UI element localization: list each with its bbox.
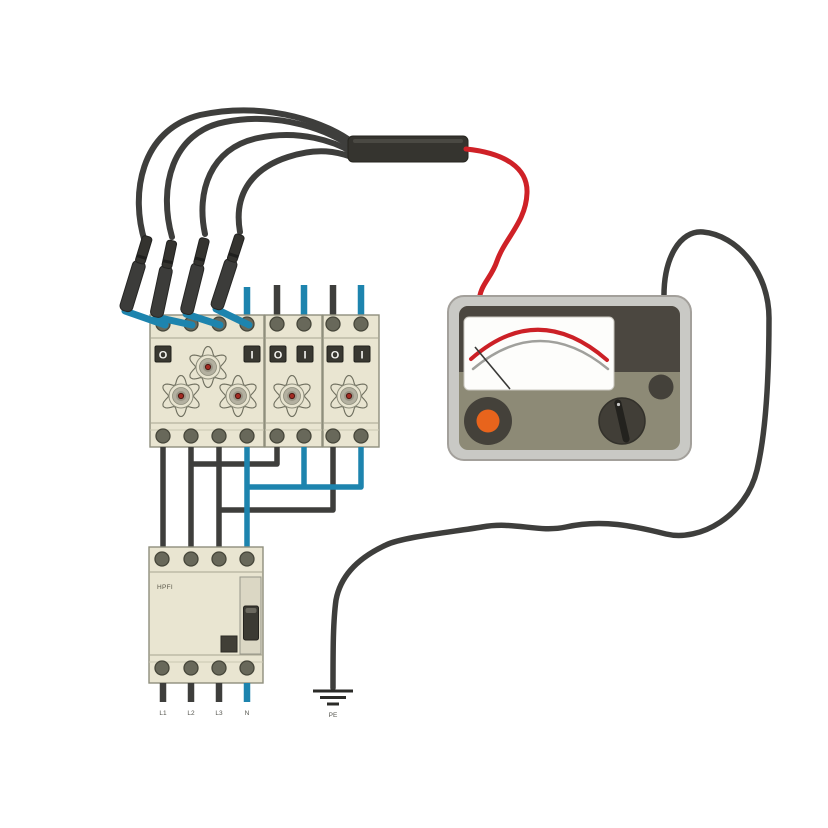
terminal xyxy=(325,316,341,332)
fuse-module-row: O I O I O I xyxy=(149,285,380,448)
terminal xyxy=(183,660,199,676)
meter-range-knob[interactable] xyxy=(598,397,646,445)
dial-scale-gray xyxy=(471,339,610,371)
on-button[interactable] xyxy=(243,345,261,363)
terminal xyxy=(353,428,369,444)
test-leads xyxy=(119,107,355,329)
insulation-tester xyxy=(447,295,692,461)
fuse-knob[interactable] xyxy=(273,374,311,418)
dial-window xyxy=(463,316,615,391)
wire-l3-jumper xyxy=(221,447,336,513)
earth-label: PE xyxy=(329,712,338,719)
terminal xyxy=(155,428,171,444)
on-button[interactable] xyxy=(353,345,371,363)
wire-n-jumper xyxy=(247,447,364,490)
on-button[interactable] xyxy=(296,345,314,363)
terminal xyxy=(269,428,285,444)
terminal-label-l1: L1 xyxy=(159,710,167,717)
dial-scale-red xyxy=(469,327,609,362)
test-lead-cable xyxy=(135,107,355,245)
fuse-knob[interactable] xyxy=(162,374,200,418)
meter-earth-lead xyxy=(330,229,772,691)
rcd-test-button[interactable] xyxy=(220,635,238,653)
on-button-label: I xyxy=(250,350,253,362)
fuse-indicator-dot xyxy=(204,363,212,371)
probe-tip-wire xyxy=(121,307,169,329)
terminal-label-n: N xyxy=(245,710,250,717)
on-button-label: I xyxy=(360,350,363,362)
knob-highlight xyxy=(616,402,621,407)
orange-button[interactable] xyxy=(476,409,500,433)
terminal xyxy=(353,316,369,332)
fuse-knob[interactable] xyxy=(330,374,368,418)
interconnect-wiring xyxy=(160,447,364,552)
on-button-label: I xyxy=(303,350,306,362)
terminal-label-l3: L3 xyxy=(215,710,223,717)
rcd-label: HPFI xyxy=(157,584,173,591)
terminal xyxy=(325,428,341,444)
terminal xyxy=(211,660,227,676)
off-button[interactable] xyxy=(269,345,287,363)
probe-tip-wire xyxy=(152,313,196,329)
terminals-bottom xyxy=(155,428,369,444)
fuse-indicator-dot xyxy=(288,392,296,400)
terminal xyxy=(183,551,199,567)
earth-symbol: PE xyxy=(313,689,353,719)
test-probe[interactable] xyxy=(150,239,179,318)
test-probe[interactable] xyxy=(210,233,246,311)
probe-tip-wire xyxy=(182,310,224,329)
meter-small-button[interactable] xyxy=(648,374,674,400)
rcd-terminals-bottom xyxy=(154,660,255,676)
rcd-terminals-top xyxy=(154,551,255,567)
analog-dial xyxy=(463,316,615,391)
fuse-knob[interactable] xyxy=(189,345,227,389)
off-button[interactable] xyxy=(326,345,344,363)
barrel-highlight xyxy=(353,139,463,143)
lever-highlight xyxy=(245,608,257,613)
probe-tip-wire xyxy=(212,305,253,329)
dial-needle xyxy=(474,346,511,390)
test-lead-cable xyxy=(199,132,355,237)
terminal xyxy=(211,428,227,444)
fuse-indicator-dot xyxy=(345,392,353,400)
terminal xyxy=(183,428,199,444)
off-button-label: O xyxy=(159,350,168,362)
fuse-knob[interactable] xyxy=(219,374,257,418)
fuse-indicator-dot xyxy=(177,392,185,400)
terminal xyxy=(211,551,227,567)
rcd-module: HPFI L1 L2 L3 N xyxy=(148,546,264,717)
fuse-indicator-dot xyxy=(234,392,242,400)
terminal-label-l2: L2 xyxy=(187,710,195,717)
terminal xyxy=(239,428,255,444)
knob-pointer xyxy=(614,399,630,443)
test-lead-cable xyxy=(163,115,355,240)
test-probe[interactable] xyxy=(119,235,154,313)
terminal xyxy=(296,428,312,444)
rcd-lever[interactable] xyxy=(243,605,259,641)
meter-positive-wire xyxy=(463,146,530,305)
off-button[interactable] xyxy=(154,345,172,363)
terminal xyxy=(269,316,285,332)
terminal xyxy=(154,551,170,567)
wire-l2-jumper xyxy=(193,447,280,467)
off-button-label: O xyxy=(274,350,283,362)
test-lead-cable xyxy=(235,148,355,235)
test-probe[interactable] xyxy=(180,237,211,316)
terminal xyxy=(239,660,255,676)
terminal xyxy=(154,660,170,676)
off-button-label: O xyxy=(331,350,340,362)
meter-test-button[interactable] xyxy=(464,397,512,445)
terminal xyxy=(296,316,312,332)
terminal xyxy=(239,551,255,567)
